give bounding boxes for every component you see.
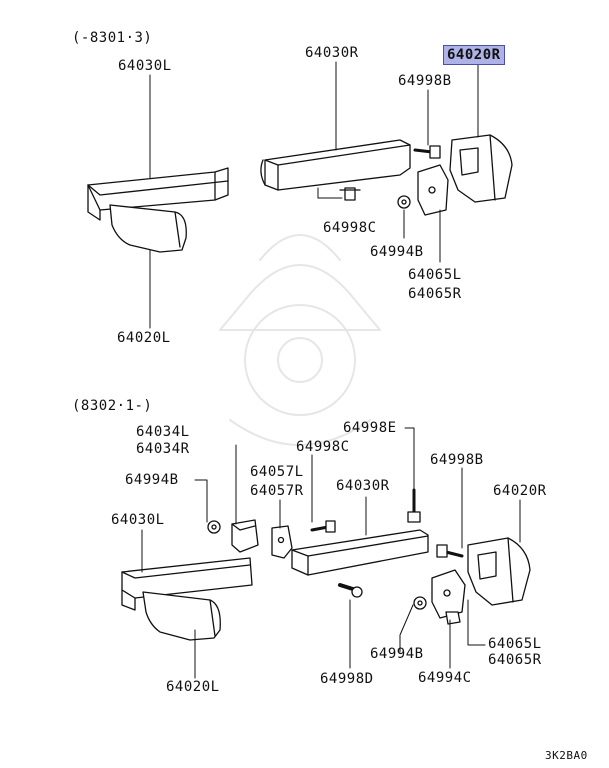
upper-bracket (417, 164, 449, 216)
upper-left-end-cap (109, 204, 187, 253)
label-lower-64020R: 64020R (493, 483, 547, 499)
label-lower-64034L: 64034L (136, 424, 190, 440)
label-lower-64057L: 64057L (250, 464, 304, 480)
lower-bracket (431, 569, 466, 619)
label-lower-64034R: 64034R (136, 441, 190, 457)
label-upper-64994B: 64994B (370, 244, 424, 260)
lower-bolt-c (310, 520, 336, 533)
upper-section-label: (-8301·3) (72, 30, 153, 46)
upper-leader-lines (149, 61, 479, 329)
lower-right-end-cap (467, 537, 531, 606)
label-upper-64065R: 64065R (408, 286, 462, 302)
lower-nut-b-left (207, 520, 221, 534)
upper-right-end-cap (449, 134, 513, 203)
label-lower-64020L: 64020L (166, 679, 220, 695)
lower-leader-lines (141, 427, 521, 679)
lower-stay (271, 525, 293, 559)
label-upper-64065L: 64065L (408, 267, 462, 283)
label-lower-64065R: 64065R (488, 652, 542, 668)
upper-nut-b (397, 195, 411, 209)
lower-bolt-d (338, 583, 363, 598)
label-upper-64020R-highlighted[interactable]: 64020R (443, 45, 505, 65)
label-upper-64020L: 64020L (117, 330, 171, 346)
drawing-code: 3K2BA0 (545, 749, 588, 762)
watermark-emblem (219, 234, 381, 446)
upper-bolt-c (339, 187, 361, 201)
label-lower-64998D: 64998D (320, 671, 374, 687)
lower-nut-c (445, 611, 461, 625)
lower-support (231, 519, 259, 553)
label-lower-64994C: 64994C (418, 670, 472, 686)
lower-nut-b (413, 596, 427, 610)
lower-right-bar (291, 529, 429, 576)
label-upper-64030L: 64030L (118, 58, 172, 74)
label-upper-64998C: 64998C (323, 220, 377, 236)
upper-bolt-b (413, 145, 441, 159)
label-lower-64065L: 64065L (488, 636, 542, 652)
lower-left-bar (121, 557, 253, 611)
label-lower-64057R: 64057R (250, 483, 304, 499)
upper-right-bar (260, 139, 411, 191)
label-lower-64998B: 64998B (430, 452, 484, 468)
label-lower-64994B: 64994B (370, 646, 424, 662)
lower-bolt-b (436, 544, 464, 558)
label-lower-64030R: 64030R (336, 478, 390, 494)
label-upper-64030R: 64030R (305, 45, 359, 61)
upper-left-bar (87, 167, 229, 221)
lower-bolt-e (407, 488, 421, 523)
label-upper-64998B: 64998B (398, 73, 452, 89)
label-lower-64998E: 64998E (343, 420, 397, 436)
lower-section-label: (8302·1-) (72, 398, 153, 414)
label-lower-64994B-left: 64994B (125, 472, 179, 488)
label-lower-64030L: 64030L (111, 512, 165, 528)
lower-left-end-cap (142, 591, 221, 641)
label-lower-64998C: 64998C (296, 439, 350, 455)
